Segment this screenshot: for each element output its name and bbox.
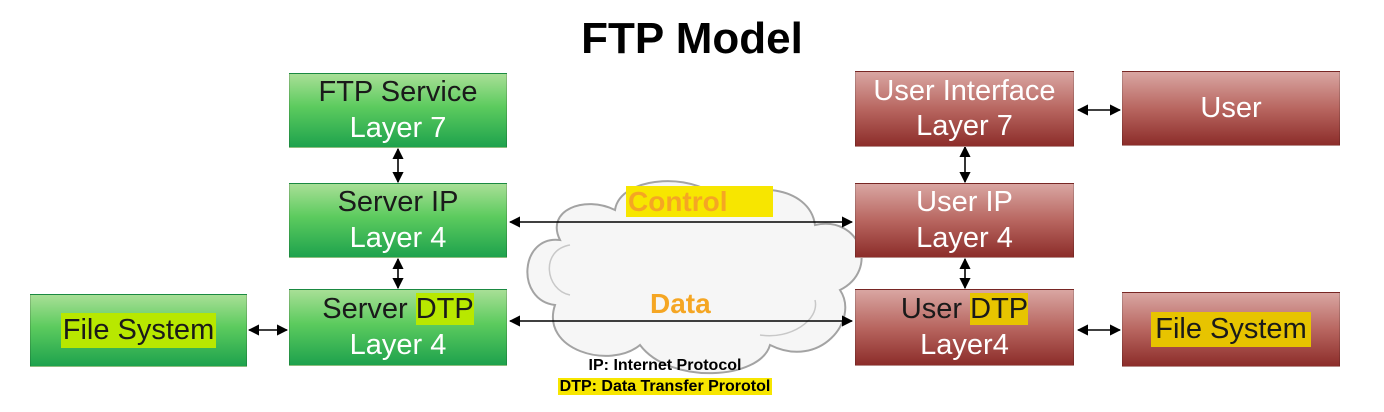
server-dtp-layer: Layer 4 [349,328,447,361]
user-dtp-label: User DTP [900,292,1029,327]
user-ip-layer: Layer 4 [916,221,1013,254]
control-label-text: Control [626,186,773,217]
control-connection-label: Control [626,186,773,218]
user-box: User [1122,71,1340,146]
server-ip-label: Server IP [337,186,459,219]
ftp-service-label: FTP Service [318,76,478,109]
server-dtp-label: Server DTP [322,292,474,327]
ftp-service-box: FTP Service Layer 7 [289,73,507,148]
data-connection-label: Data [650,288,711,319]
legend-ip: IP: Internet Protocol [588,357,742,374]
server-dtp-box: Server DTP Layer 4 [289,289,507,366]
user-interface-label: User Interface [873,74,1056,107]
user-file-system-label: File System [1151,311,1311,348]
legend-dtp-text: DTP: Data Transfer Prorotol [557,378,773,395]
server-dtp-label-prefix: Server [322,293,416,326]
server-ip-box: Server IP Layer 4 [289,183,507,258]
ftp-service-layer: Layer 7 [349,111,447,144]
user-interface-layer: Layer 7 [916,110,1013,142]
server-file-system-box: File System [30,294,247,367]
user-ip-box: User IP Layer 4 [855,183,1074,258]
user-file-system-box: File System [1122,292,1340,367]
server-dtp-highlight: DTP [415,293,474,326]
user-label: User [1200,91,1262,124]
server-file-system-label: File System [60,312,217,349]
legend-dtp: DTP: Data Transfer Prorotol [520,378,810,396]
user-dtp-highlight: DTP [970,293,1029,326]
diagram-title: FTP Model [581,14,803,63]
user-dtp-layer: Layer4 [920,328,1009,361]
user-interface-box: User Interface Layer 7 [855,71,1074,147]
user-ip-label: User IP [916,186,1013,219]
user-dtp-label-prefix: User [900,293,971,326]
server-ip-layer: Layer 4 [349,221,447,254]
user-dtp-box: User DTP Layer4 [855,289,1074,366]
